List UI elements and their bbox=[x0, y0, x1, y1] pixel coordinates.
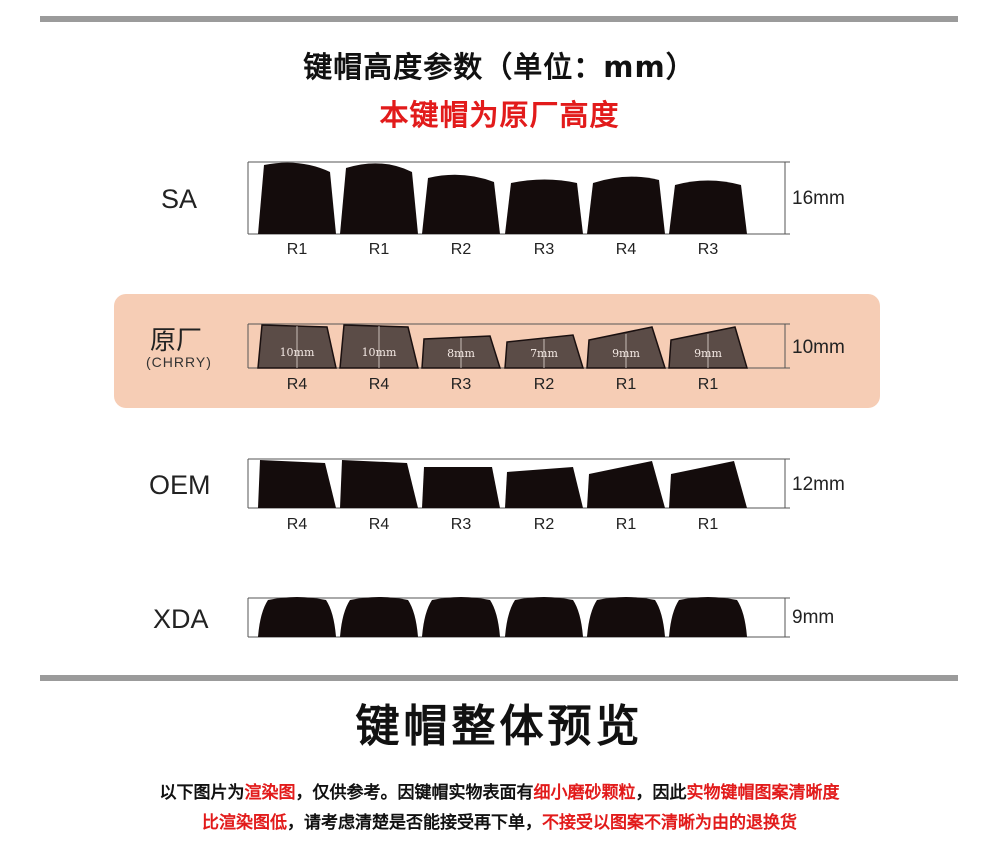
sa-row-label-5: R4 bbox=[616, 241, 637, 258]
cherry-cap-height-2: 10mm bbox=[362, 346, 397, 359]
oem-profile-row bbox=[247, 458, 790, 509]
sa-keycap-4 bbox=[505, 179, 583, 234]
cherry-row-label-1: R4 bbox=[287, 376, 308, 393]
cherry-cap-height-3: 8mm bbox=[447, 347, 475, 360]
cherry-row-label-5: R1 bbox=[616, 376, 637, 393]
sa-keycap-2 bbox=[340, 163, 418, 234]
disclaimer-segment: 渲染图 bbox=[244, 783, 296, 803]
profile-label-cherry: 原厂 bbox=[150, 326, 203, 356]
oem-row-label-5: R1 bbox=[616, 516, 637, 533]
xda-keycap-6 bbox=[669, 597, 747, 637]
xda-keycap-1 bbox=[258, 597, 336, 637]
disclaimer-segment: 不接受以图案不清晰为由的退换货 bbox=[542, 813, 797, 833]
oem-keycap-1 bbox=[258, 460, 336, 508]
oem-row-label-6: R1 bbox=[698, 516, 719, 533]
sa-row-label-3: R2 bbox=[451, 241, 472, 258]
cherry-row-label-2: R4 bbox=[369, 376, 390, 393]
oem-row-label-3: R3 bbox=[451, 516, 472, 533]
height-label-xda: 9mm bbox=[792, 607, 835, 628]
cherry-row-label-3: R3 bbox=[451, 376, 472, 393]
xda-keycap-2 bbox=[340, 597, 418, 637]
disclaimer-segment: 以下图片为 bbox=[159, 783, 245, 803]
xda-keycap-4 bbox=[505, 597, 583, 637]
profile-label-xda: XDA bbox=[153, 604, 209, 634]
disclaimer-segment: 实物键帽图案清晰度 bbox=[686, 783, 840, 803]
xda-profile-row bbox=[247, 597, 790, 638]
disclaimer-segment: ，因此 bbox=[635, 783, 687, 803]
cherry-row-label-4: R2 bbox=[534, 376, 555, 393]
oem-row-label-2: R4 bbox=[369, 516, 390, 533]
disclaimer-segment: 比渲染图低 bbox=[202, 813, 287, 833]
keycap-preview-title: 键帽整体预览 bbox=[355, 701, 644, 752]
factory-height-subtitle: 本键帽为原厂高度 bbox=[379, 98, 620, 132]
middle-divider bbox=[40, 675, 958, 681]
sa-row-label-4: R3 bbox=[534, 241, 555, 258]
oem-keycap-4 bbox=[505, 467, 583, 508]
sa-keycap-5 bbox=[587, 176, 665, 234]
height-params-title: 键帽高度参数（单位：mm） bbox=[303, 50, 696, 84]
cherry-cap-height-5: 9mm bbox=[612, 347, 640, 360]
cherry-profile-row bbox=[247, 323, 790, 369]
profile-sublabel-cherry: (CHRRY) bbox=[146, 354, 212, 370]
sa-keycap-6 bbox=[669, 180, 747, 234]
disclaimer-segment: ，请考虑清楚是否能接受再下单， bbox=[287, 813, 542, 833]
disclaimer-segment: 细小磨砂颗粒 bbox=[533, 783, 636, 803]
cherry-cap-height-1: 10mm bbox=[280, 346, 315, 359]
xda-keycap-3 bbox=[422, 597, 500, 637]
sa-row-label-2: R1 bbox=[369, 241, 390, 258]
sa-keycap-3 bbox=[422, 174, 500, 234]
top-divider bbox=[40, 16, 958, 22]
oem-keycap-2 bbox=[340, 460, 418, 508]
sa-row-label-1: R1 bbox=[287, 241, 308, 258]
profile-label-oem: OEM bbox=[149, 470, 211, 500]
height-label-oem: 12mm bbox=[792, 474, 845, 495]
sa-keycap-1 bbox=[258, 162, 336, 234]
oem-keycap-3 bbox=[422, 467, 500, 508]
height-label-cherry: 10mm bbox=[792, 337, 845, 358]
render-disclaimer-line-1: 以下图片为渲染图，仅供参考。因键帽实物表面有细小磨砂颗粒，因此实物键帽图案清晰度 bbox=[0, 778, 999, 803]
profile-label-sa: SA bbox=[161, 184, 198, 214]
oem-keycap-5 bbox=[587, 461, 665, 508]
cherry-cap-height-4: 7mm bbox=[530, 347, 558, 360]
render-disclaimer-line-2: 比渲染图低，请考虑清楚是否能接受再下单，不接受以图案不清晰为由的退换货 bbox=[0, 808, 999, 833]
cherry-row-label-6: R1 bbox=[698, 376, 719, 393]
sa-profile-row bbox=[247, 161, 790, 235]
cherry-row-highlight bbox=[114, 294, 880, 408]
oem-row-label-1: R4 bbox=[287, 516, 308, 533]
oem-keycap-6 bbox=[669, 461, 747, 508]
oem-row-label-4: R2 bbox=[534, 516, 555, 533]
height-label-sa: 16mm bbox=[792, 188, 845, 209]
disclaimer-segment: ，仅供参考。因键帽实物表面有 bbox=[295, 783, 534, 803]
xda-keycap-5 bbox=[587, 597, 665, 637]
sa-row-label-6: R3 bbox=[698, 241, 719, 258]
cherry-cap-height-6: 9mm bbox=[694, 347, 722, 360]
